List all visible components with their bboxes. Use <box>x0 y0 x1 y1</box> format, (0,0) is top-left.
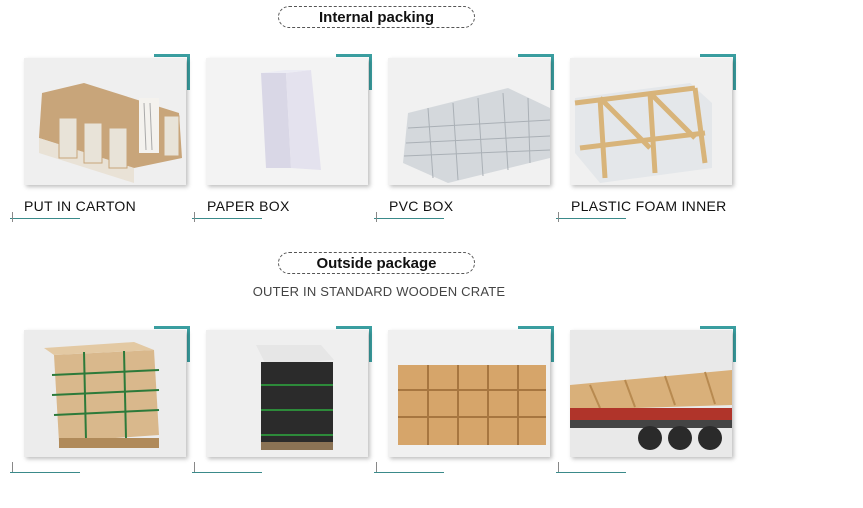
wooden-crates-stack-photo <box>388 330 550 457</box>
card-accent-corner <box>336 326 372 362</box>
paper-box-caption: PAPER BOX <box>207 198 290 214</box>
caption-rule <box>556 472 626 473</box>
pvc-box-caption: PVC BOX <box>389 198 454 214</box>
caption-rule <box>556 218 626 219</box>
foam-inner-caption: PLASTIC FOAM INNER <box>571 198 727 214</box>
truck-loaded-crates-photo <box>570 330 732 457</box>
carton-card <box>24 54 190 185</box>
caption-tick <box>558 462 559 472</box>
caption-rule <box>374 218 444 219</box>
card-accent-corner <box>154 54 190 90</box>
card-accent-corner <box>154 326 190 362</box>
wooden-crates-card <box>388 326 554 457</box>
card-accent-corner <box>700 54 736 90</box>
truck-crates-card <box>570 326 736 457</box>
caption-rule <box>192 472 262 473</box>
caption-tick <box>558 212 559 222</box>
carton-caption: PUT IN CARTON <box>24 198 137 214</box>
card-accent-corner <box>336 54 372 90</box>
foam-wrapped-crate-photo <box>570 58 732 185</box>
strapped-pallet-card <box>24 326 190 457</box>
carton-dividers-photo <box>24 58 186 185</box>
caption-tick <box>194 462 195 472</box>
caption-rule <box>10 218 80 219</box>
card-accent-corner <box>700 326 736 362</box>
strapped-pallet-photo <box>24 330 186 457</box>
pvc-box-stack-photo <box>388 58 550 185</box>
internal-packing-title: Internal packing <box>278 6 475 28</box>
caption-tick <box>12 212 13 222</box>
caption-rule <box>10 472 80 473</box>
foam-inner-card <box>570 54 736 185</box>
caption-tick <box>376 212 377 222</box>
wrapped-pallet-photo <box>206 330 368 457</box>
card-accent-corner <box>518 54 554 90</box>
wrapped-pallet-card <box>206 326 372 457</box>
caption-rule <box>374 472 444 473</box>
caption-tick <box>12 462 13 472</box>
caption-tick <box>194 212 195 222</box>
caption-tick <box>376 462 377 472</box>
pvc-box-card <box>388 54 554 185</box>
card-accent-corner <box>518 326 554 362</box>
caption-rule <box>192 218 262 219</box>
paper-box-photo <box>206 58 368 185</box>
outside-package-subtitle: OUTER IN STANDARD WOODEN CRATE <box>252 284 506 299</box>
outside-package-title: Outside package <box>278 252 475 274</box>
paper-box-card <box>206 54 372 185</box>
